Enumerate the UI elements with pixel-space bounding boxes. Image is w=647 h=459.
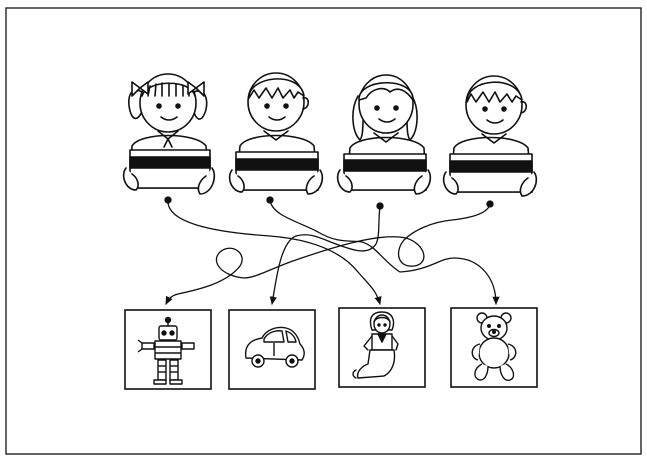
left-hand <box>228 169 245 193</box>
left-hand <box>336 169 353 193</box>
right-hand <box>413 169 432 195</box>
child-figure-boy-2 <box>442 75 538 197</box>
path-child-3-to-car <box>269 205 381 305</box>
toy-box-doll <box>338 307 426 388</box>
left-bow <box>131 81 149 97</box>
collar <box>373 132 399 143</box>
neck-ribbon <box>163 138 173 148</box>
toy-box-robot <box>124 309 212 390</box>
collar <box>263 130 289 141</box>
right-eye <box>175 103 181 109</box>
right-eye <box>501 106 507 112</box>
smile <box>160 116 178 121</box>
teddy-bear-icon <box>471 312 517 381</box>
right-eye <box>393 105 399 111</box>
toy-box-car <box>228 309 316 390</box>
gift-box-band <box>343 159 427 172</box>
gift-box-band <box>235 158 319 171</box>
doll-icon <box>352 311 399 379</box>
ear <box>302 97 310 110</box>
toy-box-teddy-bear <box>450 307 538 388</box>
hair <box>248 78 305 99</box>
tangled-paths <box>164 196 500 305</box>
path-child-4-to-robot <box>165 203 491 305</box>
gift-box-band <box>449 160 533 173</box>
right-bow <box>187 81 205 97</box>
left-hand <box>122 167 139 191</box>
left-hand <box>442 171 459 195</box>
robot-icon <box>137 316 195 385</box>
child-figure-girl-2 <box>336 74 432 195</box>
child-figure-pigtails <box>122 73 216 195</box>
hair <box>466 81 523 103</box>
right-eye <box>283 103 289 109</box>
gift-box <box>235 151 319 191</box>
left-eye <box>482 106 488 112</box>
collar <box>481 133 507 144</box>
right-hand <box>519 171 538 197</box>
smile <box>268 116 286 121</box>
gift-box <box>129 149 211 189</box>
left-eye <box>156 103 162 109</box>
gift-box <box>449 153 533 193</box>
gift-box-band <box>129 156 211 169</box>
left-eye <box>374 105 380 111</box>
page-border <box>5 7 642 455</box>
path-child-1-to-doll <box>167 199 382 305</box>
bangs <box>141 82 196 97</box>
head <box>139 73 197 133</box>
right-hand <box>197 167 216 195</box>
smile <box>486 119 504 124</box>
hair <box>358 82 414 101</box>
ear <box>520 101 528 114</box>
path-child-2-to-teddy-bear <box>269 199 500 305</box>
left-eye <box>264 103 270 109</box>
toy-car-icon <box>244 326 305 368</box>
child-figure-boy-1 <box>228 72 324 195</box>
right-hand <box>305 169 324 195</box>
smile <box>378 118 396 123</box>
